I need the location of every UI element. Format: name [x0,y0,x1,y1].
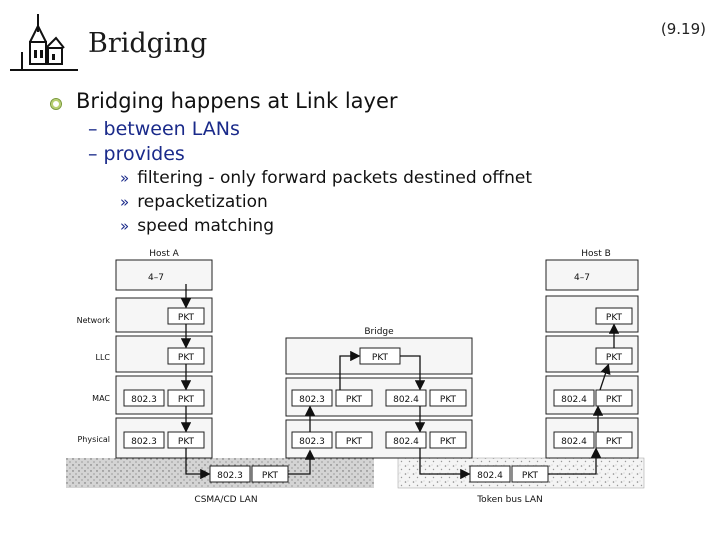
host-a-phy-pkt-label: PKT [178,437,195,447]
sub-sub-bullet-text: filtering - only forward packets destine… [137,168,533,188]
bridge-phy-8024-pkt-label: PKT [440,437,457,447]
layer-label-mac: MAC [92,394,110,403]
host-b-mac-pkt-label: PKT [606,395,623,405]
bridge-label: Bridge [364,327,394,337]
bridge-phy-8023-pkt [335,431,373,449]
host-b-phy-header-label: 802.4 [561,437,587,447]
bridge-phy-8023-header [291,431,333,449]
bridge-diagram: Host A 4–7 Network LLC MAC Physical PKT … [66,249,645,505]
bullet-dot-icon [50,98,62,110]
sub-bullet: – provides [88,143,185,165]
host-a-upper-layers: 4–7 [148,273,164,283]
sub-sub-marker: » [120,193,130,211]
layer-label-network: Network [77,316,111,325]
packet-flow-path [180,284,620,480]
layer-label-physical: Physical [77,435,110,444]
sub-sub-bullet-text: repacketization [137,192,268,212]
sub-sub-bullet: » filtering - only forward packets destin… [120,168,532,188]
host-a-llc-pkt-label: PKT [178,353,195,363]
bridge-phy-8023-pkt-label: PKT [346,437,363,447]
host-b-mac-header [553,389,595,407]
host-b-mac-header-label: 802.4 [561,395,587,405]
slide-title: Bridging [88,28,208,59]
bridge-mac-8023-pkt [335,389,373,407]
sub-bullet: – between LANs [88,118,240,140]
host-a-mac-header [123,389,165,407]
bridge-phy-8023-header-label: 802.3 [299,437,325,447]
bridge-mac-8024-header [385,389,427,407]
host-b-mac-pkt [595,389,633,407]
bridge-mac-8024-header-label: 802.4 [393,395,419,405]
sub-bullet-marker: – [88,118,98,140]
sub-sub-bullet: » speed matching [120,216,274,236]
host-b-upper-layers: 4–7 [574,273,590,283]
sub-sub-marker: » [120,169,130,187]
sub-bullet-text: between LANs [103,118,240,140]
host-b-label: Host B [581,249,611,259]
bridge-phy-8024-header-label: 802.4 [393,437,419,447]
host-b-network-pkt-label: PKT [606,313,623,323]
host-b-phy-header [553,431,595,449]
host-a-network-pkt-label: PKT [178,313,195,323]
layer-label-llc: LLC [96,353,111,362]
host-a-mac-header-label: 802.3 [131,395,157,405]
bullet-main-text: Bridging happens at Link layer [76,89,398,113]
csma-cd-lan-label: CSMA/CD LAN [194,495,257,505]
token-bus-lan-label: Token bus LAN [476,495,543,505]
host-a-phy-header [123,431,165,449]
sub-bullet-text: provides [103,143,185,165]
sub-sub-marker: » [120,217,130,235]
host-b-phy-pkt [595,431,633,449]
building-logo-icon [10,14,78,71]
bridge-mac-8024-pkt-label: PKT [440,395,457,405]
token-lan-header-label: 802.4 [477,471,503,481]
bridge-mac-8023-header-label: 802.3 [299,395,325,405]
bridge-phy-8024-header [385,431,427,449]
csma-lan-header-label: 802.3 [217,471,243,481]
bridge-llc-pkt-label: PKT [372,353,389,363]
host-b-llc-pkt-label: PKT [606,353,623,363]
sub-bullet-marker: – [88,143,98,165]
bridge-mac-8023-pkt-label: PKT [346,395,363,405]
bridge-mac-8024-pkt [429,389,467,407]
bullet-main: Bridging happens at Link layer [50,89,398,113]
token-lan-pkt-label: PKT [522,471,539,481]
host-a-phy-header-label: 802.3 [131,437,157,447]
csma-lan-pkt-label: PKT [262,471,279,481]
host-a-mac-pkt-label: PKT [178,395,195,405]
sub-sub-bullet-text: speed matching [137,216,275,236]
sub-sub-bullet: » repacketization [120,192,268,212]
bridge-phy-8024-pkt [429,431,467,449]
slide-number: (9.19) [660,20,706,38]
host-a-label: Host A [149,249,179,259]
host-b-phy-pkt-label: PKT [606,437,623,447]
